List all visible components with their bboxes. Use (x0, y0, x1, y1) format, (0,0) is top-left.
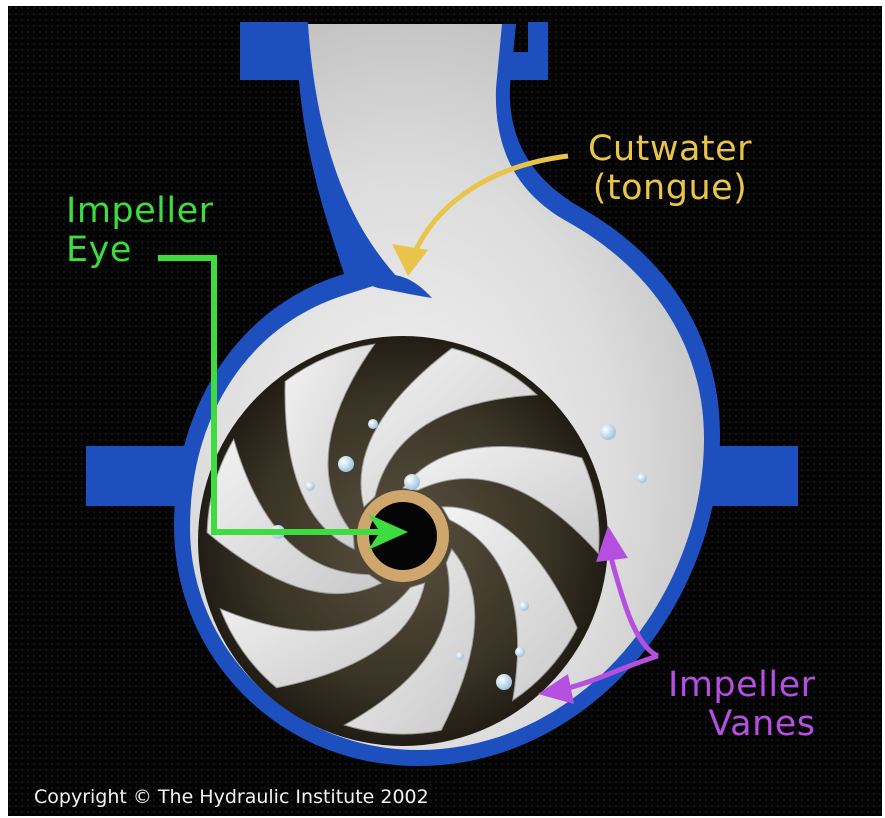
impeller-vanes-label-line2: Vanes (668, 705, 816, 744)
impeller-eye-label-line2: Eye (66, 231, 214, 270)
bubble (456, 652, 464, 660)
bubble (519, 601, 529, 611)
diagram-panel: Cutwater (tongue) Impeller Eye Impeller … (8, 6, 882, 816)
bubble (600, 424, 616, 440)
left-flange (86, 446, 186, 506)
impeller-vanes-label: Impeller Vanes (668, 666, 816, 744)
bubble (368, 419, 378, 429)
bubble (338, 456, 354, 472)
impeller-eye-label: Impeller Eye (66, 192, 214, 270)
impeller-vanes-label-line1: Impeller (668, 666, 816, 705)
cutwater-label-line1: Cutwater (588, 130, 752, 169)
bubble (637, 473, 647, 483)
bubble (305, 481, 315, 491)
bubble (515, 647, 525, 657)
cutwater-label-line2: (tongue) (588, 169, 752, 208)
impeller-eye-label-line1: Impeller (66, 192, 214, 231)
cutwater-label: Cutwater (tongue) (588, 130, 752, 208)
bubble (404, 474, 420, 490)
copyright-notice: Copyright © The Hydraulic Institute 2002 (34, 786, 429, 808)
bubble (496, 674, 512, 690)
